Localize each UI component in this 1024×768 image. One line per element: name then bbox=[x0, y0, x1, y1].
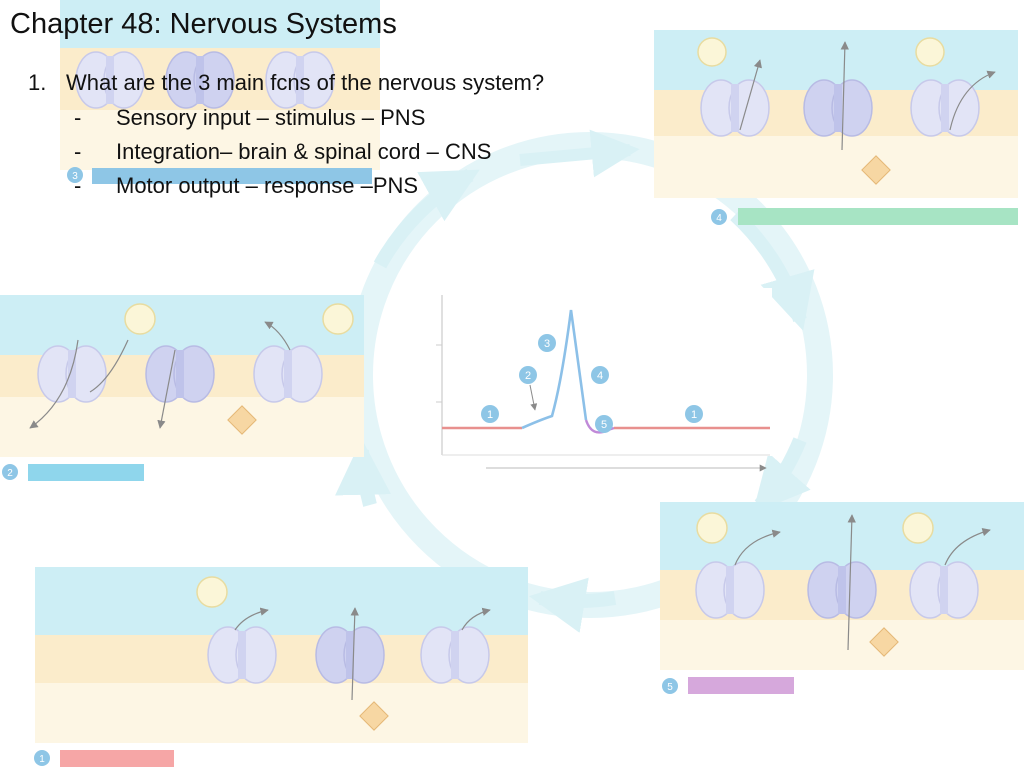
graph-marker-3: 3 bbox=[538, 334, 556, 352]
svg-text:4: 4 bbox=[597, 370, 603, 382]
panel-5: 5 bbox=[660, 502, 1024, 694]
question-number: 1. bbox=[28, 70, 47, 95]
question: 1. What are the 3 main fcns of the nervou… bbox=[28, 70, 544, 96]
answer-item: - Motor output – response –PNS bbox=[74, 172, 491, 206]
answer-item: - Sensory input – stimulus – PNS bbox=[74, 104, 491, 138]
step-number-1 bbox=[34, 750, 50, 766]
graph-marker-5: 5 bbox=[595, 415, 613, 433]
step-5-label-bar bbox=[688, 677, 794, 694]
panel-3: 3 bbox=[60, 0, 380, 184]
graph-marker-4: 4 bbox=[591, 366, 609, 384]
svg-text:2: 2 bbox=[7, 468, 13, 479]
graph-marker-1a: 1 bbox=[481, 405, 499, 423]
step-number-5 bbox=[662, 678, 678, 694]
answer-text: Integration– brain & spinal cord – CNS bbox=[116, 139, 492, 164]
svg-text:5: 5 bbox=[667, 682, 673, 693]
step-number-4 bbox=[711, 209, 727, 225]
graph-marker-1b: 1 bbox=[685, 405, 703, 423]
answer-text: Motor output – response –PNS bbox=[116, 173, 419, 198]
step-number-3 bbox=[67, 167, 83, 183]
answer-marker: - bbox=[74, 105, 82, 130]
step-4-label-bar bbox=[738, 208, 1018, 225]
answer-marker: - bbox=[74, 139, 82, 164]
svg-text:1: 1 bbox=[39, 754, 45, 765]
svg-text:3: 3 bbox=[544, 338, 550, 350]
svg-text:4: 4 bbox=[716, 213, 722, 224]
panel-1: 1 bbox=[34, 567, 528, 767]
question-text: What are the 3 main fcns of the nervous … bbox=[66, 70, 545, 95]
svg-text:2: 2 bbox=[525, 370, 531, 382]
svg-text:3: 3 bbox=[72, 171, 78, 182]
slide-title: Chapter 48: Nervous Systems bbox=[10, 8, 397, 40]
answer-text: Sensory input – stimulus – PNS bbox=[116, 105, 426, 130]
answer-marker: - bbox=[74, 173, 82, 198]
trace-spike bbox=[521, 309, 588, 430]
step-2-label-bar bbox=[28, 464, 144, 481]
membrane-potential-graph: 1 2 3 4 5 1 bbox=[436, 288, 772, 472]
answer-item: - Integration– brain & spinal cord – CNS bbox=[74, 138, 491, 172]
svg-text:1: 1 bbox=[691, 409, 697, 421]
step-3-label-bar bbox=[92, 168, 372, 184]
panel-4: 4 bbox=[654, 30, 1018, 225]
panel-2: 2 bbox=[0, 295, 364, 481]
answer-list: - Sensory input – stimulus – PNS - Integra… bbox=[74, 104, 491, 206]
svg-text:5: 5 bbox=[601, 419, 607, 431]
svg-text:1: 1 bbox=[487, 409, 493, 421]
step-number-2 bbox=[2, 464, 18, 480]
step-1-label-bar bbox=[60, 750, 174, 767]
graph-marker-2: 2 bbox=[519, 366, 537, 384]
